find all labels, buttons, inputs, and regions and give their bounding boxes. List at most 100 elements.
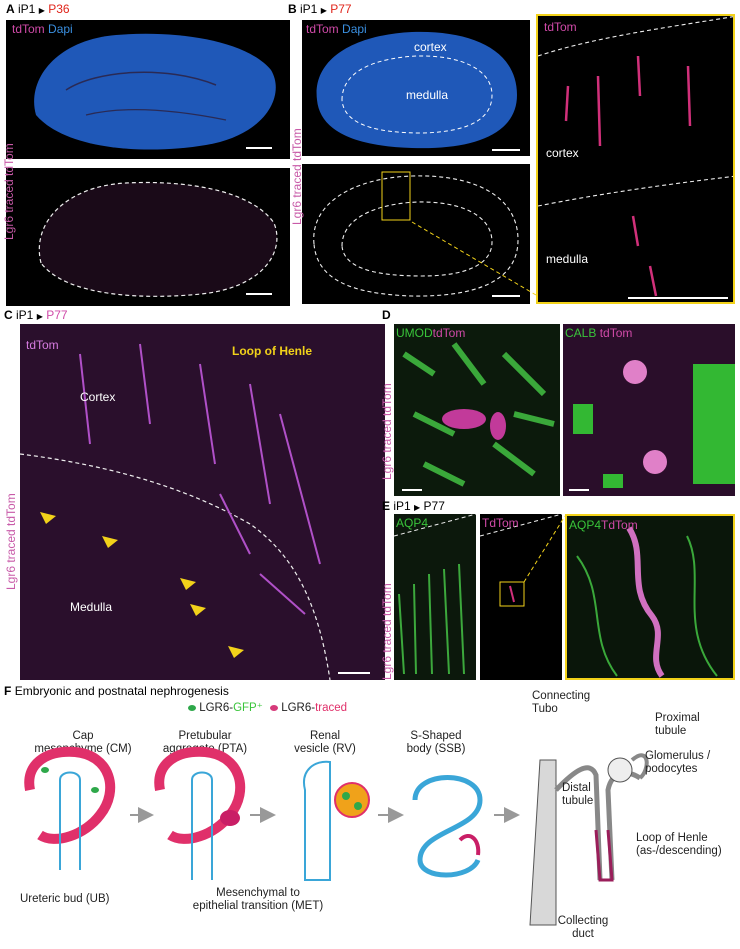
panel-a-stain-tdtom: tdTom — [12, 22, 45, 36]
arrow-icon: ▶ — [414, 503, 421, 512]
panel-e-p3b: TdTom — [601, 518, 638, 532]
panel-c-image: tdTom Loop of Henle Cortex Medulla — [20, 324, 385, 680]
panel-c-header: C iP1 ▶ P77 — [4, 308, 68, 322]
panel-d-right-a: CALB — [565, 326, 597, 340]
arrow-icon: ▶ — [38, 6, 45, 15]
panel-b-top-image: tdTom Dapi cortex medulla — [302, 20, 530, 156]
connecting-label-1: Connecting — [532, 690, 591, 702]
renal-vesicle-drawing — [303, 760, 370, 881]
ssb-label: S-Shaped body (SSB) — [396, 730, 476, 756]
aqp4-tdtom-zoom — [576, 526, 718, 678]
arrow-icon: ▶ — [36, 312, 43, 321]
glom-label-1: Glomerulus / — [645, 750, 711, 762]
panel-c-time: P77 — [46, 308, 68, 322]
panel-e-p2: TdTom — [482, 516, 519, 530]
panel-d-letter: D — [382, 308, 391, 322]
pink-dot-icon — [270, 705, 278, 711]
collecting-label-1: Collecting — [557, 915, 609, 927]
kidney-dapi-section — [34, 33, 276, 150]
panel-d-right-b: tdTom — [599, 326, 633, 340]
collecting-label: Collecting duct — [548, 915, 618, 941]
panel-e-header: E iP1 ▶ P77 — [382, 499, 445, 513]
rv-label-2: vesicle (RV) — [294, 743, 356, 755]
met-label-1: Mesenchymal to — [216, 887, 300, 899]
panel-b-zoom-image: tdTom cortex medulla — [536, 14, 735, 304]
panel-a-stain-dapi: Dapi — [48, 22, 73, 36]
panel-b-zoom-cortex: cortex — [546, 146, 579, 160]
panel-c-letter: C — [4, 308, 13, 322]
panel-c-title: Loop of Henle — [232, 344, 312, 358]
panel-e-letter: E — [382, 499, 391, 513]
umod-image — [402, 342, 555, 491]
proximal-label-1: Proximal — [655, 712, 700, 724]
panel-e-ip: iP1 — [393, 499, 411, 513]
kidney-tdtom-section — [38, 181, 278, 297]
panel-a-header: A iP1 ▶ P36 — [6, 2, 70, 16]
connecting-label: Connecting Tubo — [532, 690, 590, 716]
panel-a-letter: A — [6, 2, 15, 16]
legend-traced-a: LGR6- — [281, 702, 316, 714]
panel-c-stain: tdTom — [26, 338, 59, 352]
panel-a-bottom-image — [6, 168, 290, 306]
loop-label-2: (as-/descending) — [636, 845, 722, 857]
pta-label-1: Pretubular — [178, 730, 232, 742]
met-label-2: epithelial transition (MET) — [192, 900, 324, 912]
legend-gfp-a: LGR6- — [199, 702, 234, 714]
loop-label-1: Loop of Henle — [636, 832, 708, 844]
panel-a-time: P36 — [48, 2, 70, 16]
panel-b-header: B iP1 ▶ P77 — [288, 2, 352, 16]
glom-label: Glomerulus / podocytes — [645, 750, 710, 776]
panel-d-left-a: UMOD — [396, 326, 433, 340]
panel-b-zoom-medulla: medulla — [546, 252, 589, 266]
panel-e-p3a: AQP4 — [569, 518, 602, 532]
panel-b-letter: B — [288, 2, 297, 16]
ub-label: Ureteric bud (UB) — [20, 893, 110, 905]
panel-b-time: P77 — [330, 2, 352, 16]
panel-a-ip: iP1 — [18, 2, 36, 16]
rv-label-1: Renal — [309, 730, 341, 742]
rv-label: Renal vesicle (RV) — [290, 730, 360, 756]
collecting-label-2: duct — [572, 928, 594, 940]
panel-b-zoom-title: tdTom — [544, 20, 577, 34]
panel-b-ip: iP1 — [300, 2, 318, 16]
legend-gfp: LGR6-GFP⁺ LGR6-traced — [188, 702, 347, 715]
panel-e-p1: AQP4 — [396, 516, 429, 530]
connecting-label-2: Tubo — [532, 703, 558, 715]
panel-c-ip: iP1 — [16, 308, 34, 322]
panel-d-right-image: CALB tdTom — [563, 324, 735, 496]
panel-e-image-3: AQP4TdTom — [565, 514, 735, 680]
panel-e-time: P77 — [423, 499, 445, 513]
panel-b-cortex-label: cortex — [414, 40, 447, 54]
panel-d-left-b: tdTom — [432, 326, 466, 340]
distal-label-1: Distal — [562, 782, 591, 794]
panel-f-letter: F — [4, 684, 12, 698]
panel-a-top-image: tdTom Dapi — [6, 20, 290, 159]
proximal-label-2: tubule — [655, 725, 687, 737]
panel-e-image-2: TdTom — [480, 514, 562, 680]
ssb-label-2: body (SSB) — [406, 743, 466, 755]
loop-label: Loop of Henle (as-/descending) — [636, 832, 722, 858]
panel-f-title: Embryonic and postnatal nephrogenesis — [14, 684, 229, 698]
met-label: Mesenchymal to epithelial transition (ME… — [178, 887, 338, 913]
pretubular-aggregate-drawing — [154, 746, 246, 880]
calb-image — [569, 360, 735, 491]
nephron-drawing — [529, 753, 649, 926]
glom-label-2: podocytes — [645, 763, 698, 775]
panel-c-cortex: Cortex — [80, 390, 116, 404]
s-shaped-body-drawing — [412, 775, 483, 878]
proximal-label: Proximal tubule — [655, 712, 700, 738]
panel-f-header: F Embryonic and postnatal nephrogenesis — [4, 684, 229, 698]
cm-label-1: Cap — [72, 730, 94, 742]
panel-c-medulla: Medulla — [70, 600, 113, 614]
panel-d-left-image: UMODtdTom — [394, 324, 560, 496]
panel-e-image-1: AQP4 — [394, 514, 476, 680]
kidney-dapi-b — [316, 31, 520, 151]
aqp4-image — [394, 514, 476, 675]
cap-mesenchyme-drawing — [24, 746, 116, 870]
legend-traced-b: traced — [315, 702, 348, 714]
ssb-label-1: S-Shaped — [410, 730, 462, 742]
legend-gfp-b: GFP⁺ — [233, 702, 263, 714]
arrow-icon: ▶ — [320, 6, 327, 15]
kidney-zoom-b — [538, 16, 733, 299]
